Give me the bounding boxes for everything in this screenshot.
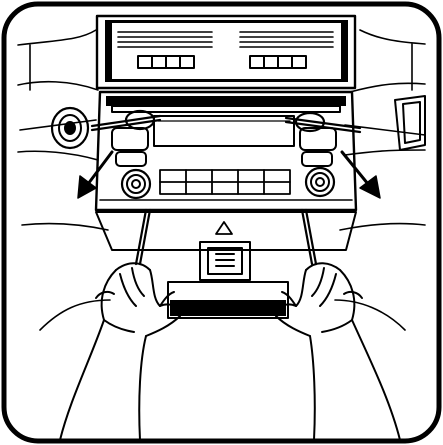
hazard-switch xyxy=(199,241,251,281)
left-air-vent xyxy=(50,106,90,150)
right-side-panel xyxy=(394,95,426,151)
radio-bezel xyxy=(94,90,358,212)
cd-buttons-right xyxy=(249,55,307,69)
cd-unit xyxy=(95,14,357,90)
triangle-icon xyxy=(215,221,233,235)
arrow-down-right-icon xyxy=(340,150,381,199)
volume-knob xyxy=(120,168,152,200)
left-hand xyxy=(59,262,181,441)
arrow-down-left-icon xyxy=(77,150,114,199)
right-hand xyxy=(275,262,401,441)
cd-buttons-left xyxy=(137,55,195,69)
radio-display xyxy=(153,115,295,147)
lower-trim xyxy=(95,211,357,319)
removal-tools xyxy=(90,109,362,266)
tune-knob xyxy=(304,166,336,198)
preset-buttons xyxy=(159,169,291,195)
